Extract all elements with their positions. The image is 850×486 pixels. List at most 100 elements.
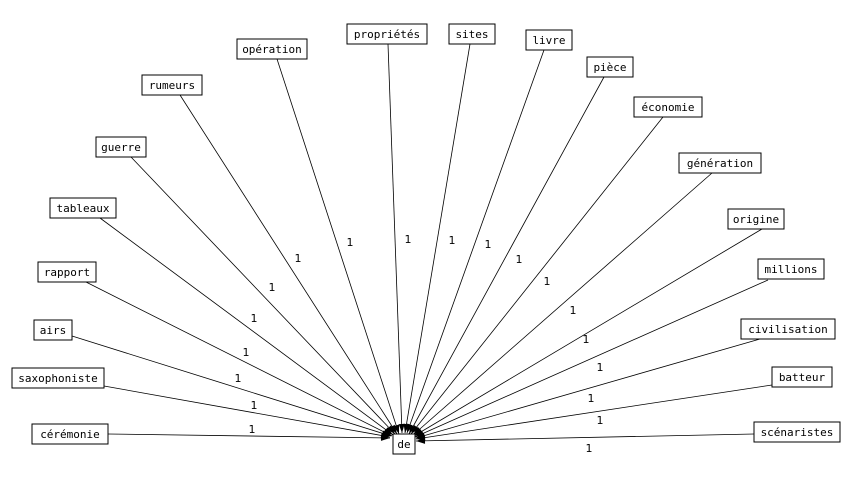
node-label-tableaux: tableaux (57, 202, 110, 215)
edge-proprietes (387, 43, 403, 434)
edge-generation (412, 172, 713, 436)
node-label-piece: pièce (593, 61, 626, 74)
edge-weight-proprietes: 1 (405, 233, 412, 246)
node-label-origine: origine (733, 213, 779, 226)
node-label-ceremonie: cérémonie (40, 428, 100, 441)
edge-weight-generation: 1 (570, 304, 577, 317)
center-node[interactable]: de (392, 433, 416, 455)
node-operation[interactable]: opération (236, 38, 308, 60)
edge-operation (276, 58, 400, 435)
edge-batteur (415, 384, 773, 440)
node-economie[interactable]: économie (633, 96, 703, 118)
node-label-proprietes: propriétés (354, 28, 420, 41)
node-box-tableaux (49, 197, 117, 219)
center-node-label: de (397, 438, 410, 451)
edge-ceremonie (107, 433, 391, 439)
edge-saxophoniste (103, 385, 391, 438)
node-box-generation (678, 152, 762, 174)
edge-weight-origine: 1 (583, 333, 590, 346)
edge-airs (71, 335, 392, 437)
node-label-airs: airs (40, 324, 67, 337)
node-label-economie: économie (642, 101, 695, 114)
node-label-generation: génération (687, 157, 753, 170)
node-box-scenaristes (753, 421, 841, 443)
edge-scenaristes (415, 433, 755, 442)
edge-economie (410, 116, 664, 435)
node-batteur[interactable]: batteur (771, 366, 833, 388)
edge-weight-rumeurs: 1 (295, 252, 302, 265)
edge-weight-sites: 1 (449, 234, 456, 247)
node-ceremonie[interactable]: cérémonie (31, 423, 109, 445)
nodes-layer: cérémonie saxophoniste airs rapport tableaux… (11, 23, 841, 445)
node-tableaux[interactable]: tableaux (49, 197, 117, 219)
node-label-rumeurs: rumeurs (149, 79, 195, 92)
node-box-proprietes (346, 23, 428, 45)
node-box-sites (448, 23, 496, 45)
node-label-scenaristes: scénaristes (761, 426, 834, 439)
node-rumeurs[interactable]: rumeurs (141, 74, 203, 96)
edge-weight-saxophoniste: 1 (251, 399, 258, 412)
node-saxophoniste[interactable]: saxophoniste (11, 367, 105, 389)
node-piece[interactable]: pièce (586, 56, 634, 78)
edge-weight-airs: 1 (235, 372, 242, 385)
edge-weight-tableaux: 1 (251, 312, 258, 325)
edge-millions (414, 279, 769, 438)
node-generation[interactable]: génération (678, 152, 762, 174)
edge-rumeurs (179, 94, 398, 435)
node-box-rapport (37, 261, 97, 283)
node-box-operation (236, 38, 308, 60)
node-box-airs (33, 319, 73, 341)
edge-piece (408, 76, 605, 435)
edge-weight-millions: 1 (597, 361, 604, 374)
edge-weight-operation: 1 (347, 236, 354, 249)
edge-weight-ceremonie: 1 (249, 423, 256, 436)
node-box-economie (633, 96, 703, 118)
node-label-civilisation: civilisation (748, 323, 827, 336)
node-label-rapport: rapport (44, 266, 90, 279)
arrowhead-proprietes (398, 423, 405, 433)
node-box-batteur (771, 366, 833, 388)
node-airs[interactable]: airs (33, 319, 73, 341)
node-box-civilisation (740, 318, 836, 340)
node-label-saxophoniste: saxophoniste (18, 372, 97, 385)
edge-weight-rapport: 1 (243, 346, 250, 359)
node-label-operation: opération (242, 43, 302, 56)
edge-civilisation (415, 338, 761, 439)
node-box-livre (525, 29, 573, 51)
edge-origine (413, 228, 763, 437)
node-sites[interactable]: sites (448, 23, 496, 45)
node-box-saxophoniste (11, 367, 105, 389)
node-box-piece (586, 56, 634, 78)
node-millions[interactable]: millions (757, 258, 825, 280)
edge-weight-batteur: 1 (597, 414, 604, 427)
node-livre[interactable]: livre (525, 29, 573, 51)
node-label-guerre: guerre (101, 141, 141, 154)
node-box-millions (757, 258, 825, 280)
arrowhead-guerre (386, 425, 395, 434)
node-scenaristes[interactable]: scénaristes (753, 421, 841, 443)
arrowhead-operation (393, 424, 400, 434)
edge-rapport (83, 280, 393, 437)
node-guerre[interactable]: guerre (95, 136, 147, 158)
node-label-sites: sites (455, 28, 488, 41)
node-label-millions: millions (765, 263, 818, 276)
node-label-livre: livre (532, 34, 565, 47)
edge-tableaux (99, 217, 394, 436)
edge-weight-guerre: 1 (269, 281, 276, 294)
edge-sites (404, 43, 471, 434)
node-box-ceremonie (31, 423, 109, 445)
node-label-batteur: batteur (779, 371, 826, 384)
node-proprietes[interactable]: propriétés (346, 23, 428, 45)
edge-weight-scenaristes: 1 (586, 442, 593, 455)
node-civilisation[interactable]: civilisation (740, 318, 836, 340)
node-origine[interactable]: origine (727, 208, 785, 230)
edge-weight-piece: 1 (516, 253, 523, 266)
node-rapport[interactable]: rapport (37, 261, 97, 283)
arrowhead-economie (411, 425, 419, 434)
edge-livre (406, 49, 545, 434)
node-box-origine (727, 208, 785, 230)
arrows-layer (380, 423, 426, 444)
edge-guerre (130, 156, 396, 435)
